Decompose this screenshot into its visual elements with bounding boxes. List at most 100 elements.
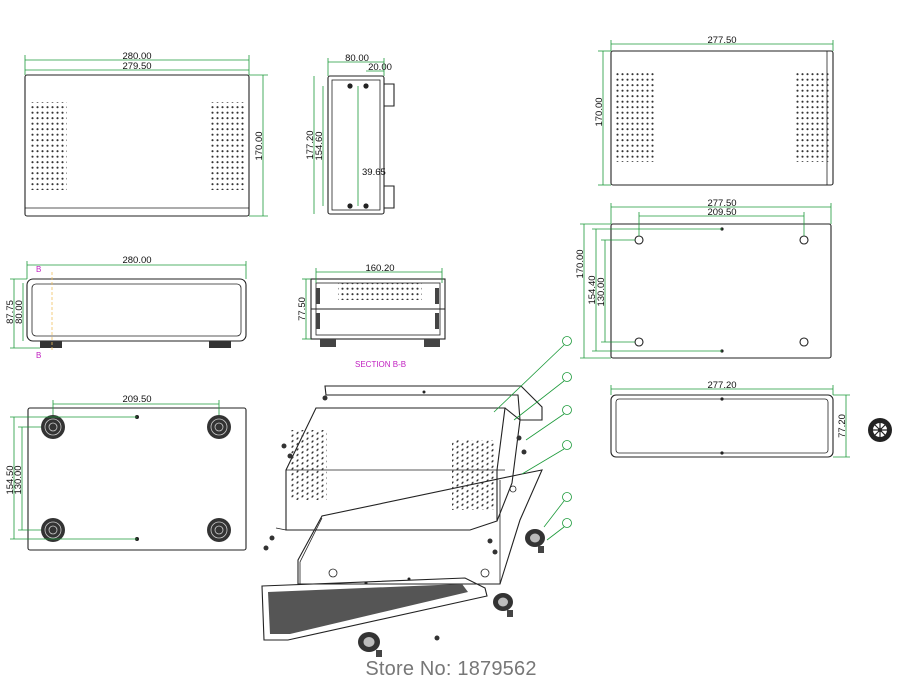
screw-hole-dot — [363, 203, 369, 209]
section-vent-grid — [338, 283, 422, 300]
screw-hole-dot — [347, 83, 353, 89]
dim-side-height-outer: 177.20 — [305, 130, 316, 159]
screw-icon — [516, 435, 522, 441]
screw-hole-dot — [407, 577, 411, 581]
dim-front-height: 170.00 — [254, 131, 265, 160]
rubber-foot-icon — [358, 632, 382, 657]
dim-front-width-inner: 279.50 — [122, 61, 151, 72]
section-marker-bottom: B — [36, 351, 41, 360]
screw-icon — [322, 395, 328, 401]
top-right-view: 277.50 170.00 — [594, 35, 834, 186]
screw-icon — [487, 538, 493, 544]
callout-bubble — [525, 405, 572, 441]
section-view: 160.20 77.50 SECTION B-B — [297, 263, 446, 369]
dim-bottom-width: 209.50 — [122, 394, 151, 405]
mount-hole — [328, 568, 338, 578]
foot-right — [209, 341, 231, 348]
vent-grid-iso-left — [289, 430, 327, 500]
upper-shell — [285, 407, 506, 531]
section-title: SECTION B-B — [355, 360, 406, 369]
dim-end-panel-width: 277.20 — [707, 380, 736, 391]
screw-icon — [281, 443, 287, 449]
screw-icon — [521, 449, 527, 455]
dim-holes-width-inner: 209.50 — [707, 207, 736, 218]
rear-cover — [324, 385, 543, 421]
rubber-foot-icon — [525, 529, 545, 553]
callout-bubble — [521, 440, 572, 475]
store-watermark: Store No: 1879562 — [365, 658, 537, 680]
upper-shell-side — [496, 407, 521, 522]
screw-icon — [434, 635, 440, 641]
foot-pad — [207, 415, 231, 439]
screw-icon — [269, 535, 275, 541]
dim-top-right-height: 170.00 — [594, 97, 605, 126]
mount-hole — [509, 485, 517, 493]
dim-section-height: 77.50 — [297, 297, 308, 321]
front-bezel-face — [268, 584, 468, 634]
bottom-view-outline — [27, 407, 247, 551]
foot-detail-icon — [868, 418, 892, 442]
mount-hole — [634, 337, 644, 347]
center-mark — [720, 397, 724, 401]
front-view-outline — [24, 74, 250, 217]
vent-grid-left — [616, 72, 654, 162]
screw-hole-dot — [363, 83, 369, 89]
dim-front-panel-height-outer: 87.75 — [5, 300, 16, 324]
section-marker-top: B — [36, 265, 41, 274]
exploded-view — [261, 336, 572, 657]
section-rail — [435, 313, 439, 329]
front-panel-outline — [26, 278, 247, 342]
screw-icon — [263, 545, 269, 551]
screw-hole-dot — [347, 203, 353, 209]
dim-bottom-vert-2: 130.00 — [13, 465, 24, 494]
dim-top-right-width: 277.50 — [707, 35, 736, 46]
section-rail — [316, 288, 320, 304]
bottom-tray — [297, 469, 543, 585]
callout-bubble — [493, 336, 572, 413]
top-right-view-outline — [610, 50, 834, 186]
end-panel-view: 277.20 77.20 — [610, 380, 892, 458]
callout-bubble — [543, 492, 572, 528]
dim-holes-vert-1: 154.40 — [587, 275, 598, 304]
dim-holes-height: 170.00 — [575, 249, 586, 278]
dim-side-mid: 39.65 — [362, 167, 386, 178]
bottom-view: 209.50 154.50 130.00 — [5, 394, 247, 551]
side-view: 80.00 20.00 177.20 154.60 39.65 — [305, 53, 395, 215]
vent-grid-left — [31, 102, 67, 190]
foot-right — [424, 339, 440, 347]
foot-left — [40, 341, 62, 348]
dim-bottom-vert-1: 154.50 — [5, 465, 16, 494]
foot-left — [320, 339, 336, 347]
holes-view: 277.50 209.50 170.00 154.40 130.00 — [575, 198, 832, 359]
section-rail — [316, 313, 320, 329]
side-view-inner — [331, 79, 381, 211]
end-panel-inner — [615, 398, 829, 454]
front-panel-view: B B 280.00 87.75 80.00 — [5, 255, 247, 360]
mount-hole — [799, 337, 809, 347]
mount-hole — [799, 235, 809, 245]
front-panel-inner — [31, 283, 242, 337]
mount-hole — [634, 235, 644, 245]
shell-lip — [275, 527, 287, 531]
section-rail — [435, 288, 439, 304]
dim-front-width-outer: 280.00 — [122, 51, 151, 62]
holes-view-outline — [610, 223, 832, 359]
screw-icon — [287, 453, 293, 459]
callout-bubble — [546, 518, 572, 541]
dim-holes-vert-2: 130.00 — [596, 277, 607, 306]
dim-side-height-inner: 154.60 — [314, 131, 325, 160]
vent-grid-right — [210, 102, 246, 190]
screw-hole-dot — [364, 581, 368, 585]
vent-grid-right — [794, 72, 830, 162]
dim-end-panel-height: 77.20 — [837, 414, 848, 438]
foot-pad — [41, 518, 65, 542]
foot-pad — [207, 518, 231, 542]
bottom-tray-edge — [299, 517, 323, 584]
dim-side-depth: 80.00 — [345, 53, 369, 64]
center-mark — [720, 451, 724, 455]
foot-pad — [41, 415, 65, 439]
dim-side-offset: 20.00 — [368, 62, 392, 73]
screw-icon — [492, 549, 498, 555]
side-flange-top — [384, 83, 395, 107]
